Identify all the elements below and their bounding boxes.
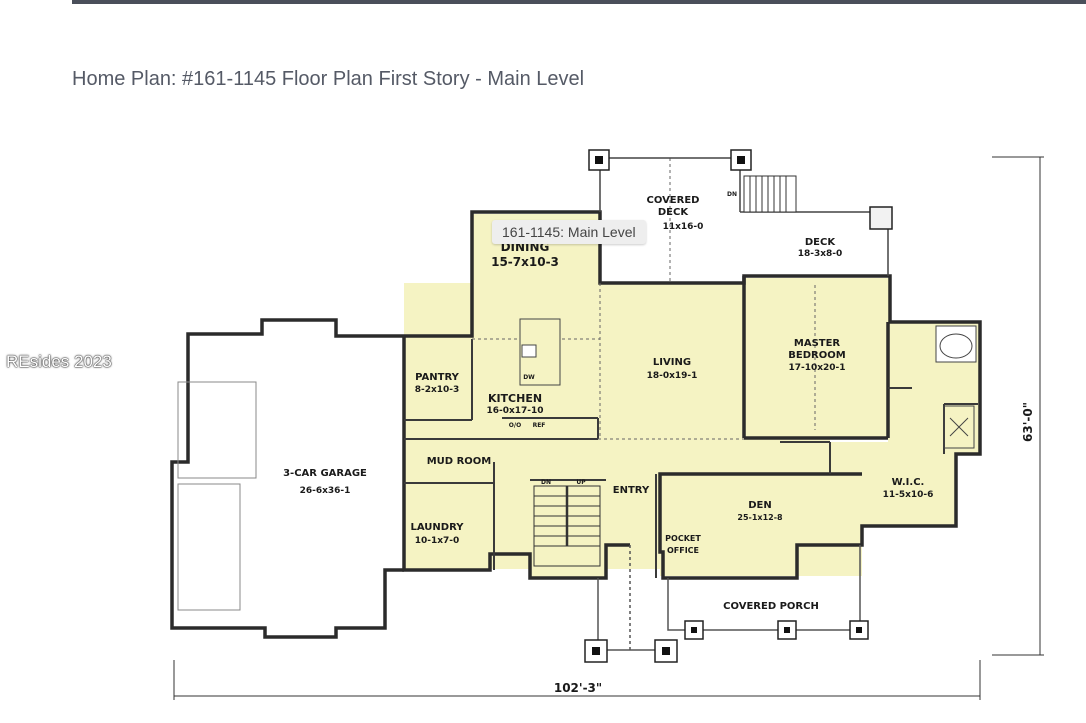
dishwasher-label: DW — [523, 374, 535, 381]
dining-size: 15-7x10-3 — [491, 255, 559, 269]
wic-size: 11-5x10-6 — [883, 490, 934, 500]
shower — [943, 405, 975, 449]
laundry-size: 10-1x7-0 — [415, 536, 460, 546]
bathtub — [935, 325, 977, 363]
deck-stairs — [743, 175, 797, 213]
exterior-walls — [170, 210, 982, 639]
dashed-openings — [472, 158, 816, 440]
garage-size: 26-6x36-1 — [300, 486, 351, 496]
deck-label: DECK — [805, 237, 836, 248]
laundry-label: LAUNDRY — [411, 522, 465, 533]
master-label-2: BEDROOM — [788, 350, 845, 361]
master-size: 17-10x20-1 — [788, 363, 845, 373]
living-label: LIVING — [653, 357, 691, 368]
overall-width-dimension: 102'-3" — [554, 681, 602, 695]
column-cores — [592, 156, 862, 655]
mud-room-label: MUD ROOM — [427, 456, 492, 467]
plan-tooltip: 161-1145: Main Level — [492, 220, 646, 244]
covered-deck-label-2: DECK — [658, 207, 689, 218]
entry-label: ENTRY — [613, 485, 650, 496]
watermark: REsides 2023 — [6, 352, 112, 371]
wic-label: W.I.C. — [892, 477, 925, 488]
pocket-office-label-1: POCKET — [665, 534, 701, 543]
garage-doors — [177, 381, 257, 611]
kitchen-label: KITCHEN — [488, 392, 542, 405]
top-divider-bar — [72, 0, 1086, 4]
covered-porch-label: COVERED PORCH — [723, 601, 819, 612]
overall-depth-dimension: 63'-0" — [1021, 402, 1035, 442]
living-size: 18-0x19-1 — [647, 371, 698, 381]
den-size: 25-1x12-8 — [737, 513, 783, 522]
deck-size: 18-3x8-0 — [798, 249, 843, 259]
stair-up-label: UP — [576, 479, 586, 486]
refrigerator-label: REF — [533, 422, 546, 429]
stair-dn-label: DN — [541, 479, 551, 486]
interior-stairs — [533, 485, 601, 567]
garage-label: 3-CAR GARAGE — [283, 468, 367, 479]
kitchen-size: 16-0x17-10 — [486, 406, 543, 416]
pantry-label: PANTRY — [415, 372, 459, 383]
page-title: Home Plan: #161-1145 Floor Plan First St… — [72, 68, 585, 90]
covered-deck-size: 11x16-0 — [663, 222, 704, 232]
pantry-size: 8-2x10-3 — [415, 385, 460, 395]
covered-deck-label-1: COVERED — [647, 195, 700, 206]
master-label-1: MASTER — [794, 338, 841, 349]
range-label: O/O — [509, 422, 521, 429]
kitchen-island — [519, 318, 561, 386]
den-label: DEN — [748, 500, 772, 511]
dimension-lines — [173, 156, 1044, 700]
pocket-office-label-2: OFFICE — [667, 546, 699, 555]
deck-stair-dn-label: DN — [727, 191, 737, 198]
